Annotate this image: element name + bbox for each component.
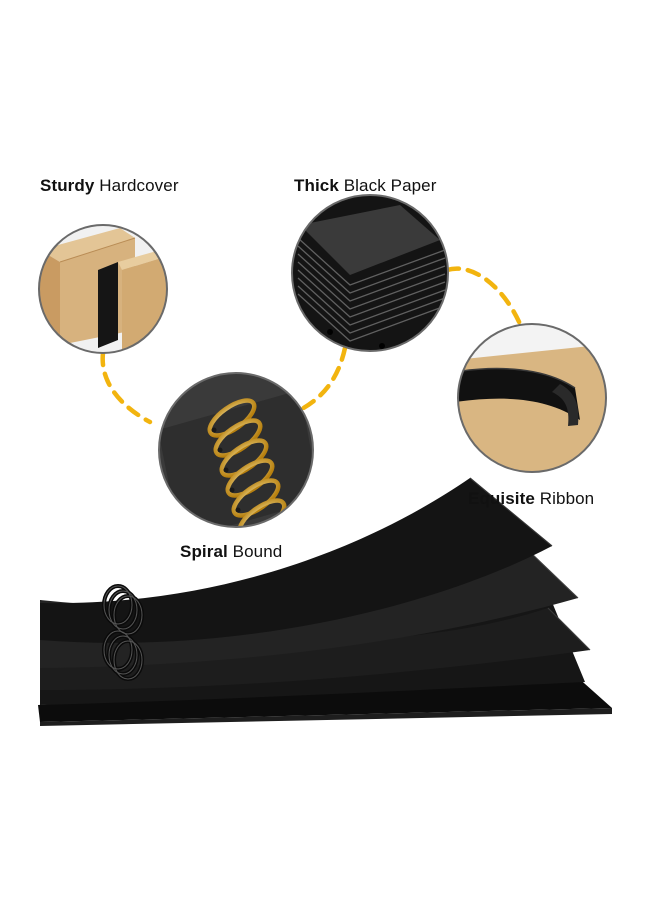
ribbon-image (457, 323, 607, 473)
feature-label-paper: Thick Black Paper (294, 176, 437, 196)
feature-label-spiral: Spiral Bound (180, 542, 282, 562)
feature-label-bold: Spiral (180, 542, 228, 561)
open-black-album (38, 477, 612, 726)
dashed-connector-lines (100, 266, 523, 425)
feature-label-text: Hardcover (99, 176, 179, 195)
feature-label-bold: Sturdy (40, 176, 95, 195)
feature-label-text: Black Paper (343, 176, 437, 195)
feature-label-text: Ribbon (539, 489, 595, 508)
spiral-binding-image (158, 372, 314, 528)
feature-label-text: Bound (232, 542, 283, 561)
feature-label-ribbon: Equisite Ribbon (468, 489, 594, 509)
feature-label-bold: Equisite (468, 489, 535, 508)
hardcover-corner-image (38, 224, 168, 354)
feature-label-bold: Thick (294, 176, 339, 195)
feature-label-hardcover: Sturdy Hardcover (40, 176, 179, 196)
paper-stack-image (291, 194, 449, 352)
